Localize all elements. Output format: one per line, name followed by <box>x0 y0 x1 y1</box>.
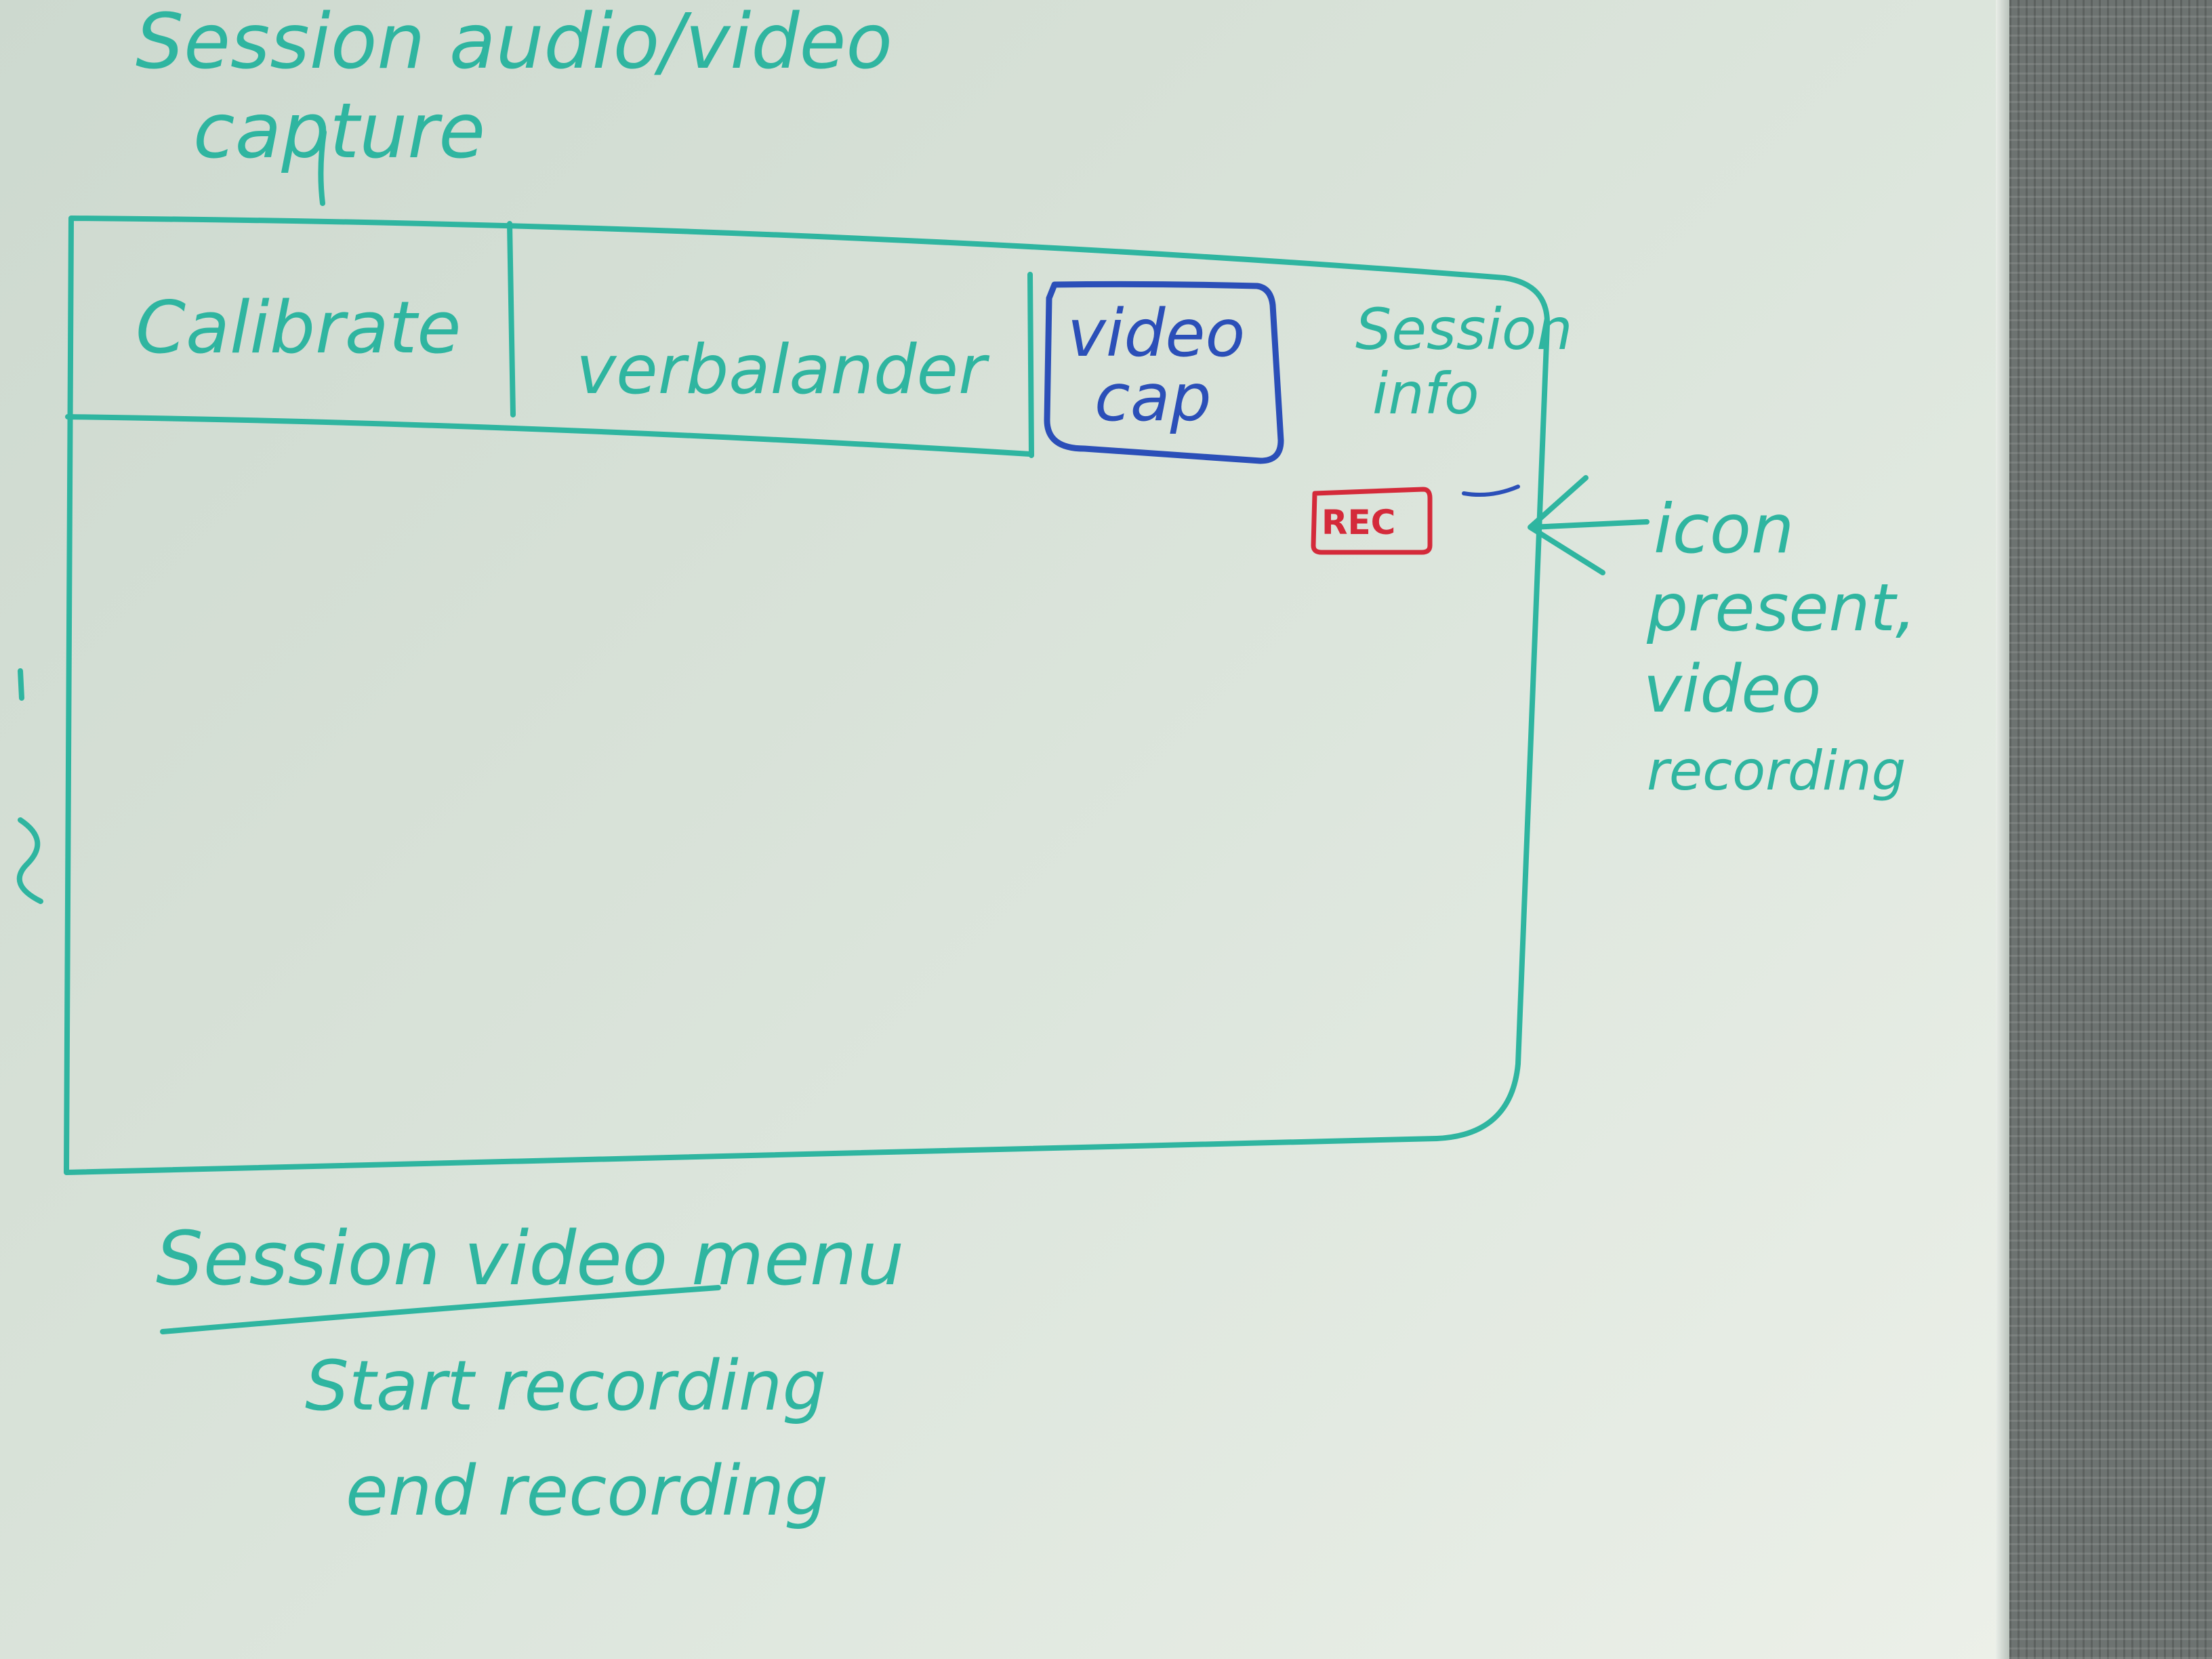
heading-p-descender <box>318 129 327 206</box>
tab-calibrate[interactable]: Calibrate <box>136 286 461 369</box>
tab-video-cap-label-line-2: cap <box>1094 360 1212 436</box>
stray-mark <box>16 817 43 904</box>
annotation-line-2: present, <box>1646 570 1917 646</box>
tab-session-info-label-line-2[interactable]: info <box>1372 361 1479 427</box>
menu-title-underline <box>160 1285 721 1334</box>
tab-separator-1 <box>507 221 516 417</box>
selected-tab-outline <box>1044 281 1284 464</box>
annotation-line-3: video <box>1643 651 1821 727</box>
tab-separator-2 <box>1027 272 1034 458</box>
menu-title: Session video menu <box>156 1215 904 1302</box>
tab-verbalander[interactable]: verbalander <box>576 330 990 409</box>
menu-item-start-recording[interactable]: Start recording <box>305 1346 826 1427</box>
annotation-line-1: icon <box>1654 489 1794 569</box>
whiteboard-frame-edge <box>1996 0 2009 1659</box>
sketch-heading-line-2: capture <box>193 87 485 176</box>
tab-session-info-label-line-1[interactable]: Session <box>1355 296 1573 363</box>
sketched-window-frame <box>64 216 1551 1175</box>
annotation-line-4: recording <box>1647 739 1906 802</box>
cubicle-wall-fabric <box>2009 0 2212 1659</box>
tab-video-cap[interactable]: video cap <box>1044 281 1284 464</box>
sketch-heading-line-1: Session audio/video <box>136 0 893 86</box>
annotation-arrow <box>1528 475 1650 575</box>
tab-video-cap-label-line-1: video <box>1067 295 1245 371</box>
menu-item-end-recording[interactable]: end recording <box>346 1451 828 1532</box>
ink-stroke <box>1462 485 1520 497</box>
tab-bar-divider <box>65 414 1033 457</box>
recording-icon: REC <box>1311 487 1433 555</box>
recording-icon-text: REC <box>1322 503 1395 542</box>
stray-mark <box>18 668 24 701</box>
